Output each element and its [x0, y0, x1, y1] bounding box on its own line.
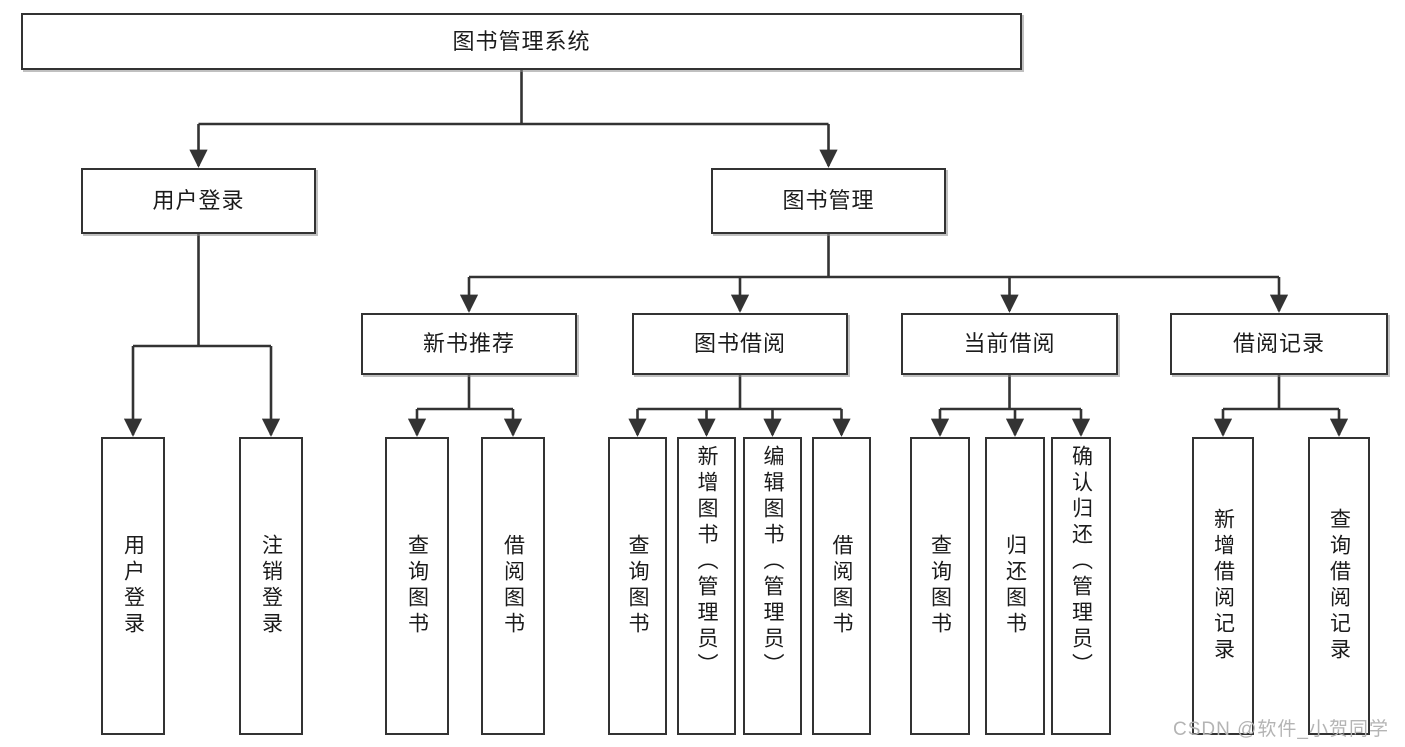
node-leaf-cb-confirm[interactable]: 确认归还（管理员）	[1051, 437, 1111, 735]
node-label: 借阅记录	[1232, 331, 1325, 357]
node-leaf-bb-add[interactable]: 新增图书（管理员）	[677, 437, 736, 735]
node-root[interactable]: 图书管理系统	[21, 13, 1022, 70]
node-label: 新书推荐	[422, 331, 515, 357]
node-label: 图书借阅	[693, 331, 786, 357]
node-book-borrow[interactable]: 图书借阅	[632, 313, 848, 375]
node-label: 注销登录	[259, 534, 283, 638]
node-label: 确认归还（管理员）	[1069, 445, 1093, 679]
node-label: 查询图书	[928, 534, 952, 638]
node-label: 归还图书	[1003, 534, 1027, 638]
node-label: 借阅图书	[501, 534, 525, 638]
node-leaf-bb-borrow[interactable]: 借阅图书	[812, 437, 871, 735]
node-label: 图书管理	[782, 188, 875, 214]
node-user-login[interactable]: 用户登录	[81, 168, 316, 234]
node-leaf-rec-query[interactable]: 查询图书	[385, 437, 449, 735]
node-leaf-cb-return[interactable]: 归还图书	[985, 437, 1045, 735]
node-label: 用户登录	[121, 534, 145, 638]
node-label: 查询借阅记录	[1327, 508, 1351, 664]
node-book-manage[interactable]: 图书管理	[711, 168, 946, 234]
node-label: 查询图书	[626, 534, 649, 638]
node-leaf-user-logout[interactable]: 注销登录	[239, 437, 303, 735]
node-new-book-rec[interactable]: 新书推荐	[361, 313, 577, 375]
node-label: 用户登录	[152, 188, 245, 214]
node-label: 当前借阅	[963, 331, 1056, 357]
node-leaf-user-login[interactable]: 用户登录	[101, 437, 165, 735]
node-label: 借阅图书	[830, 534, 853, 638]
node-borrow-record[interactable]: 借阅记录	[1170, 313, 1388, 375]
node-leaf-br-add[interactable]: 新增借阅记录	[1192, 437, 1254, 735]
node-leaf-bb-query[interactable]: 查询图书	[608, 437, 667, 735]
node-leaf-br-query[interactable]: 查询借阅记录	[1308, 437, 1370, 735]
node-leaf-rec-borrow[interactable]: 借阅图书	[481, 437, 545, 735]
node-label: 图书管理系统	[452, 28, 591, 54]
node-leaf-cb-query[interactable]: 查询图书	[910, 437, 970, 735]
node-label: 编辑图书（管理员）	[761, 445, 784, 679]
node-label: 新增借阅记录	[1211, 508, 1235, 664]
node-leaf-bb-edit[interactable]: 编辑图书（管理员）	[743, 437, 802, 735]
node-label: 查询图书	[405, 534, 429, 638]
csdn-watermark: CSDN @软件_小贺同学	[1173, 719, 1389, 740]
node-current-borrow[interactable]: 当前借阅	[901, 313, 1118, 375]
node-label: 新增图书（管理员）	[695, 445, 718, 679]
